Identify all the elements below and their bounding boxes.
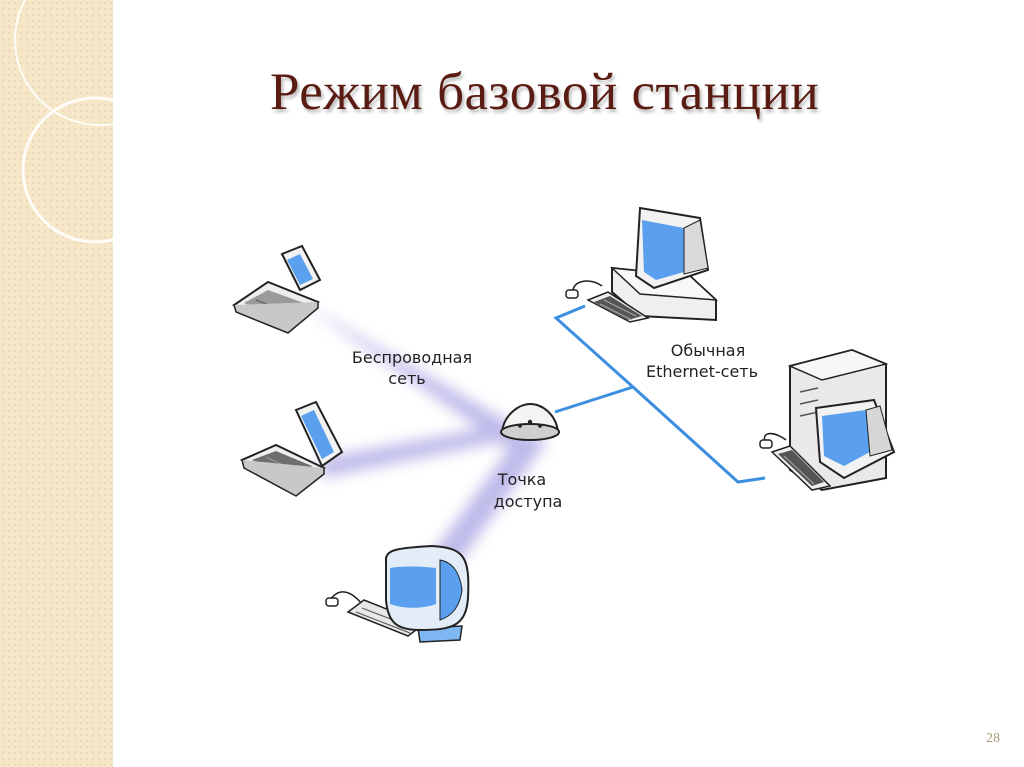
ethernet-cable-to-desktop	[553, 304, 636, 414]
laptop-top	[231, 244, 322, 334]
label-ethernet-network: Обычная Ethernet-сеть	[646, 341, 758, 381]
imac-bottom	[325, 544, 470, 643]
slide-title: Режим базовой станции	[270, 63, 820, 121]
desktop-computer-icon	[565, 206, 719, 323]
label-wireless-network-line2: сеть	[388, 369, 425, 388]
tower-right	[759, 348, 896, 492]
label-wireless-network-line1: Беспроводная	[352, 348, 472, 367]
access-point-icon	[500, 402, 560, 441]
wireless-beam-middle-laptop	[320, 420, 530, 478]
laptop-icon	[239, 400, 344, 497]
laptop-icon	[231, 244, 322, 334]
wireless-links	[298, 300, 548, 578]
page-number: 28	[986, 731, 1000, 746]
label-access-point: Точка доступа	[494, 470, 563, 511]
desktop-top	[565, 206, 719, 323]
wireless-beam-bottom-imac	[420, 434, 548, 578]
wireless-beam-top-laptop	[298, 300, 540, 450]
ethernet-cable	[553, 304, 766, 484]
label-ethernet-network-line2: Ethernet-сеть	[646, 362, 758, 381]
tower-computer-icon	[759, 348, 896, 492]
imac-icon	[325, 544, 470, 643]
label-wireless-network: Беспроводная сеть	[352, 348, 472, 388]
label-ethernet-network-line1: Обычная	[671, 341, 745, 360]
access-point	[500, 402, 560, 441]
label-access-point-line2: доступа	[494, 492, 563, 511]
label-access-point-line1: Точка	[497, 470, 546, 489]
ethernet-cable-to-tower	[631, 385, 766, 484]
laptop-middle	[239, 400, 344, 497]
